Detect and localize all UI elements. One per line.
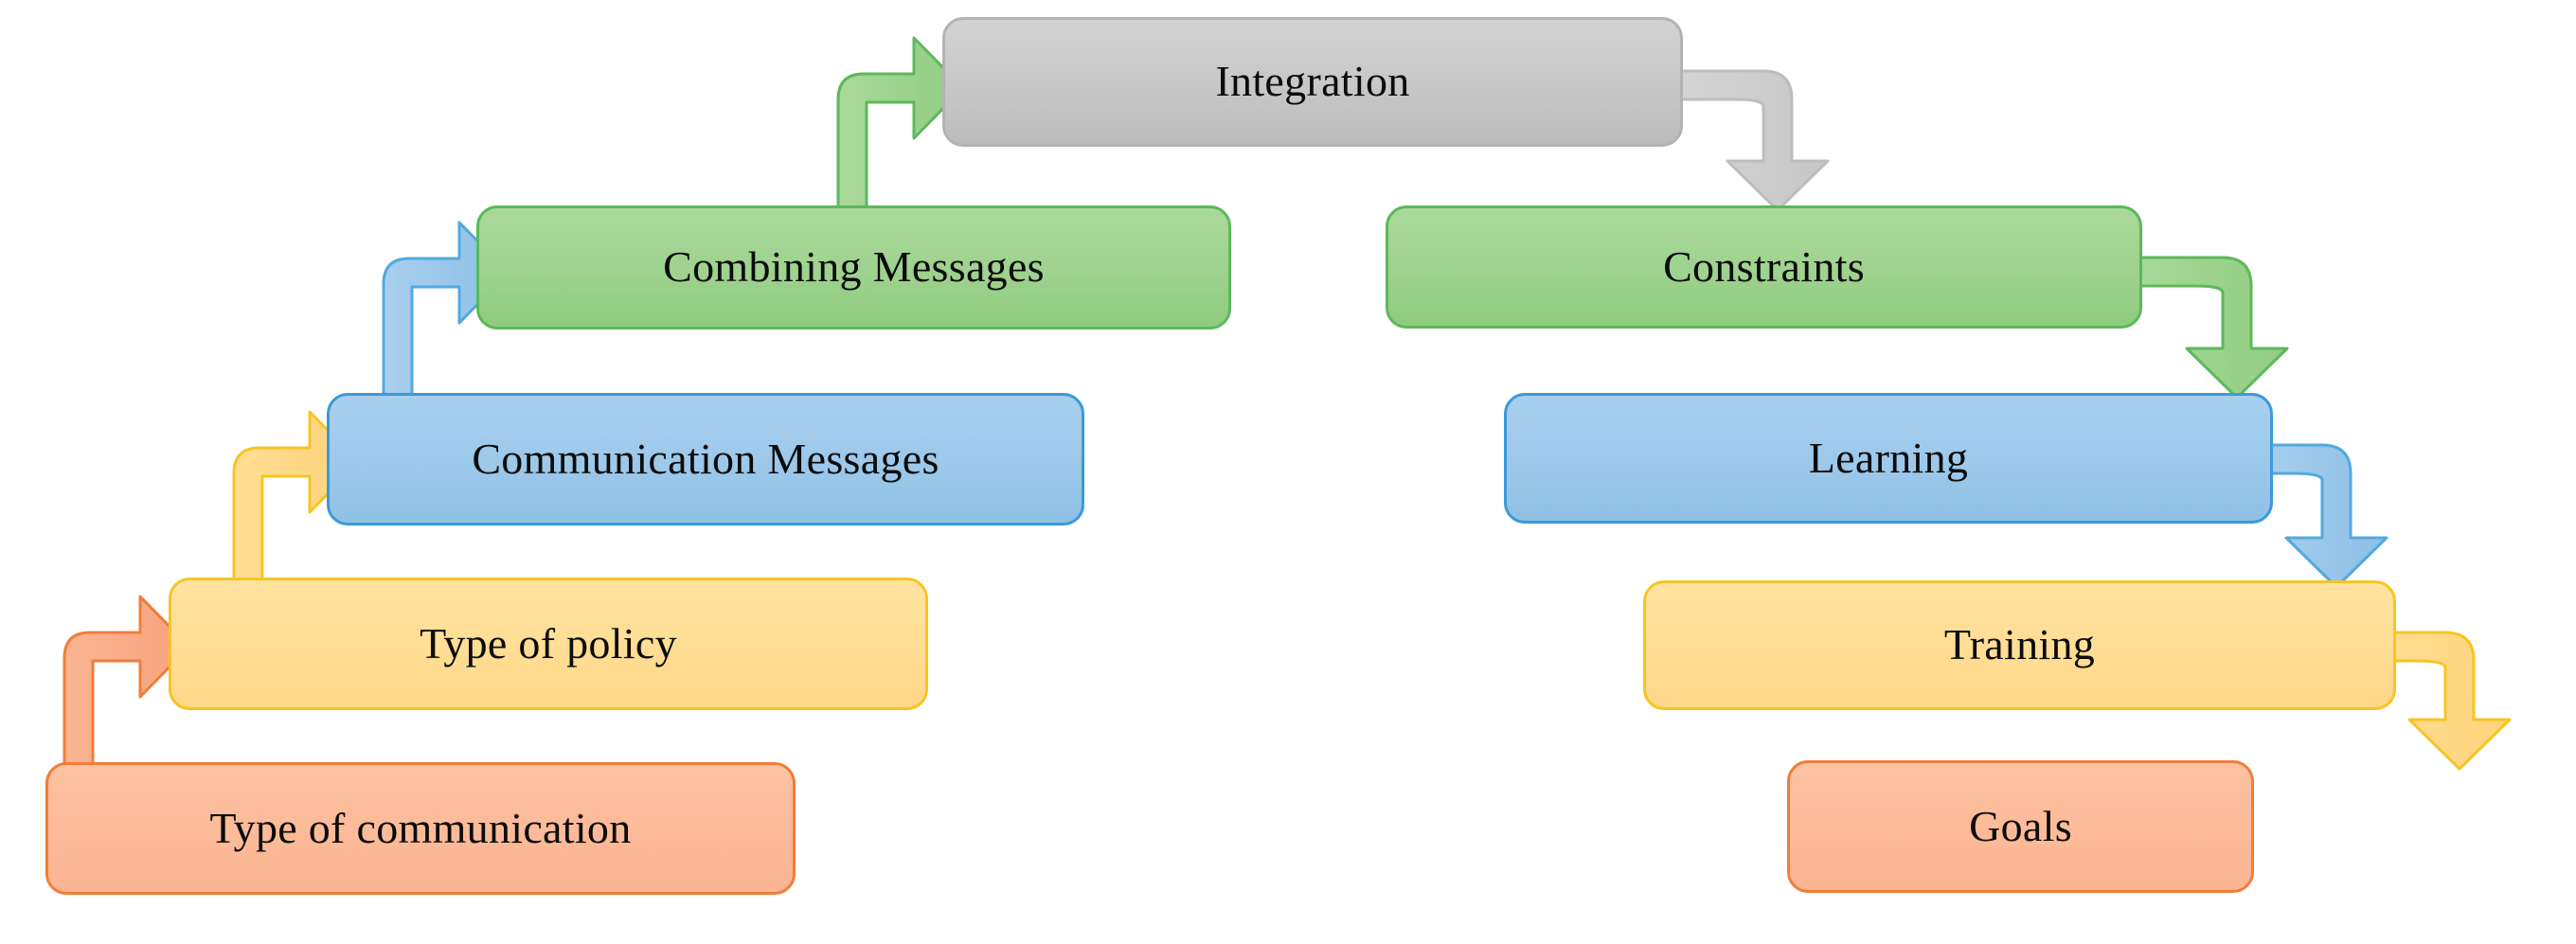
node-training[interactable]: Training [1643,580,2396,710]
node-label-constraints: Constraints [1663,241,1865,291]
node-label-training: Training [1943,620,2096,669]
edge-constraints-to-learning [2124,256,2289,400]
node-communication-messages[interactable]: Communication Messages [327,393,1084,525]
edge-learning-to-training [2255,443,2388,589]
node-type-of-communication[interactable]: Type of communication [45,762,796,895]
node-type-of-policy[interactable]: Type of policy [169,578,928,710]
node-label-integration: Integration [1215,57,1410,106]
node-learning[interactable]: Learning [1504,393,2273,524]
node-integration[interactable]: Integration [942,17,1683,147]
node-label-learning: Learning [1808,433,1969,482]
node-label-type-of-policy: Type of policy [420,618,677,668]
node-label-communication-messages: Communication Messages [472,434,939,483]
node-label-goals: Goals [1969,801,2072,850]
node-label-combining-messages: Combining Messages [663,242,1045,292]
node-constraints[interactable]: Constraints [1386,205,2142,329]
node-label-type-of-communication: Type of communication [209,803,632,852]
edge-training-to-goals [2378,631,2512,771]
node-combining-messages[interactable]: Combining Messages [476,205,1231,330]
edge-integration-to-constraints [1665,69,1830,212]
node-goals[interactable]: Goals [1787,760,2254,893]
